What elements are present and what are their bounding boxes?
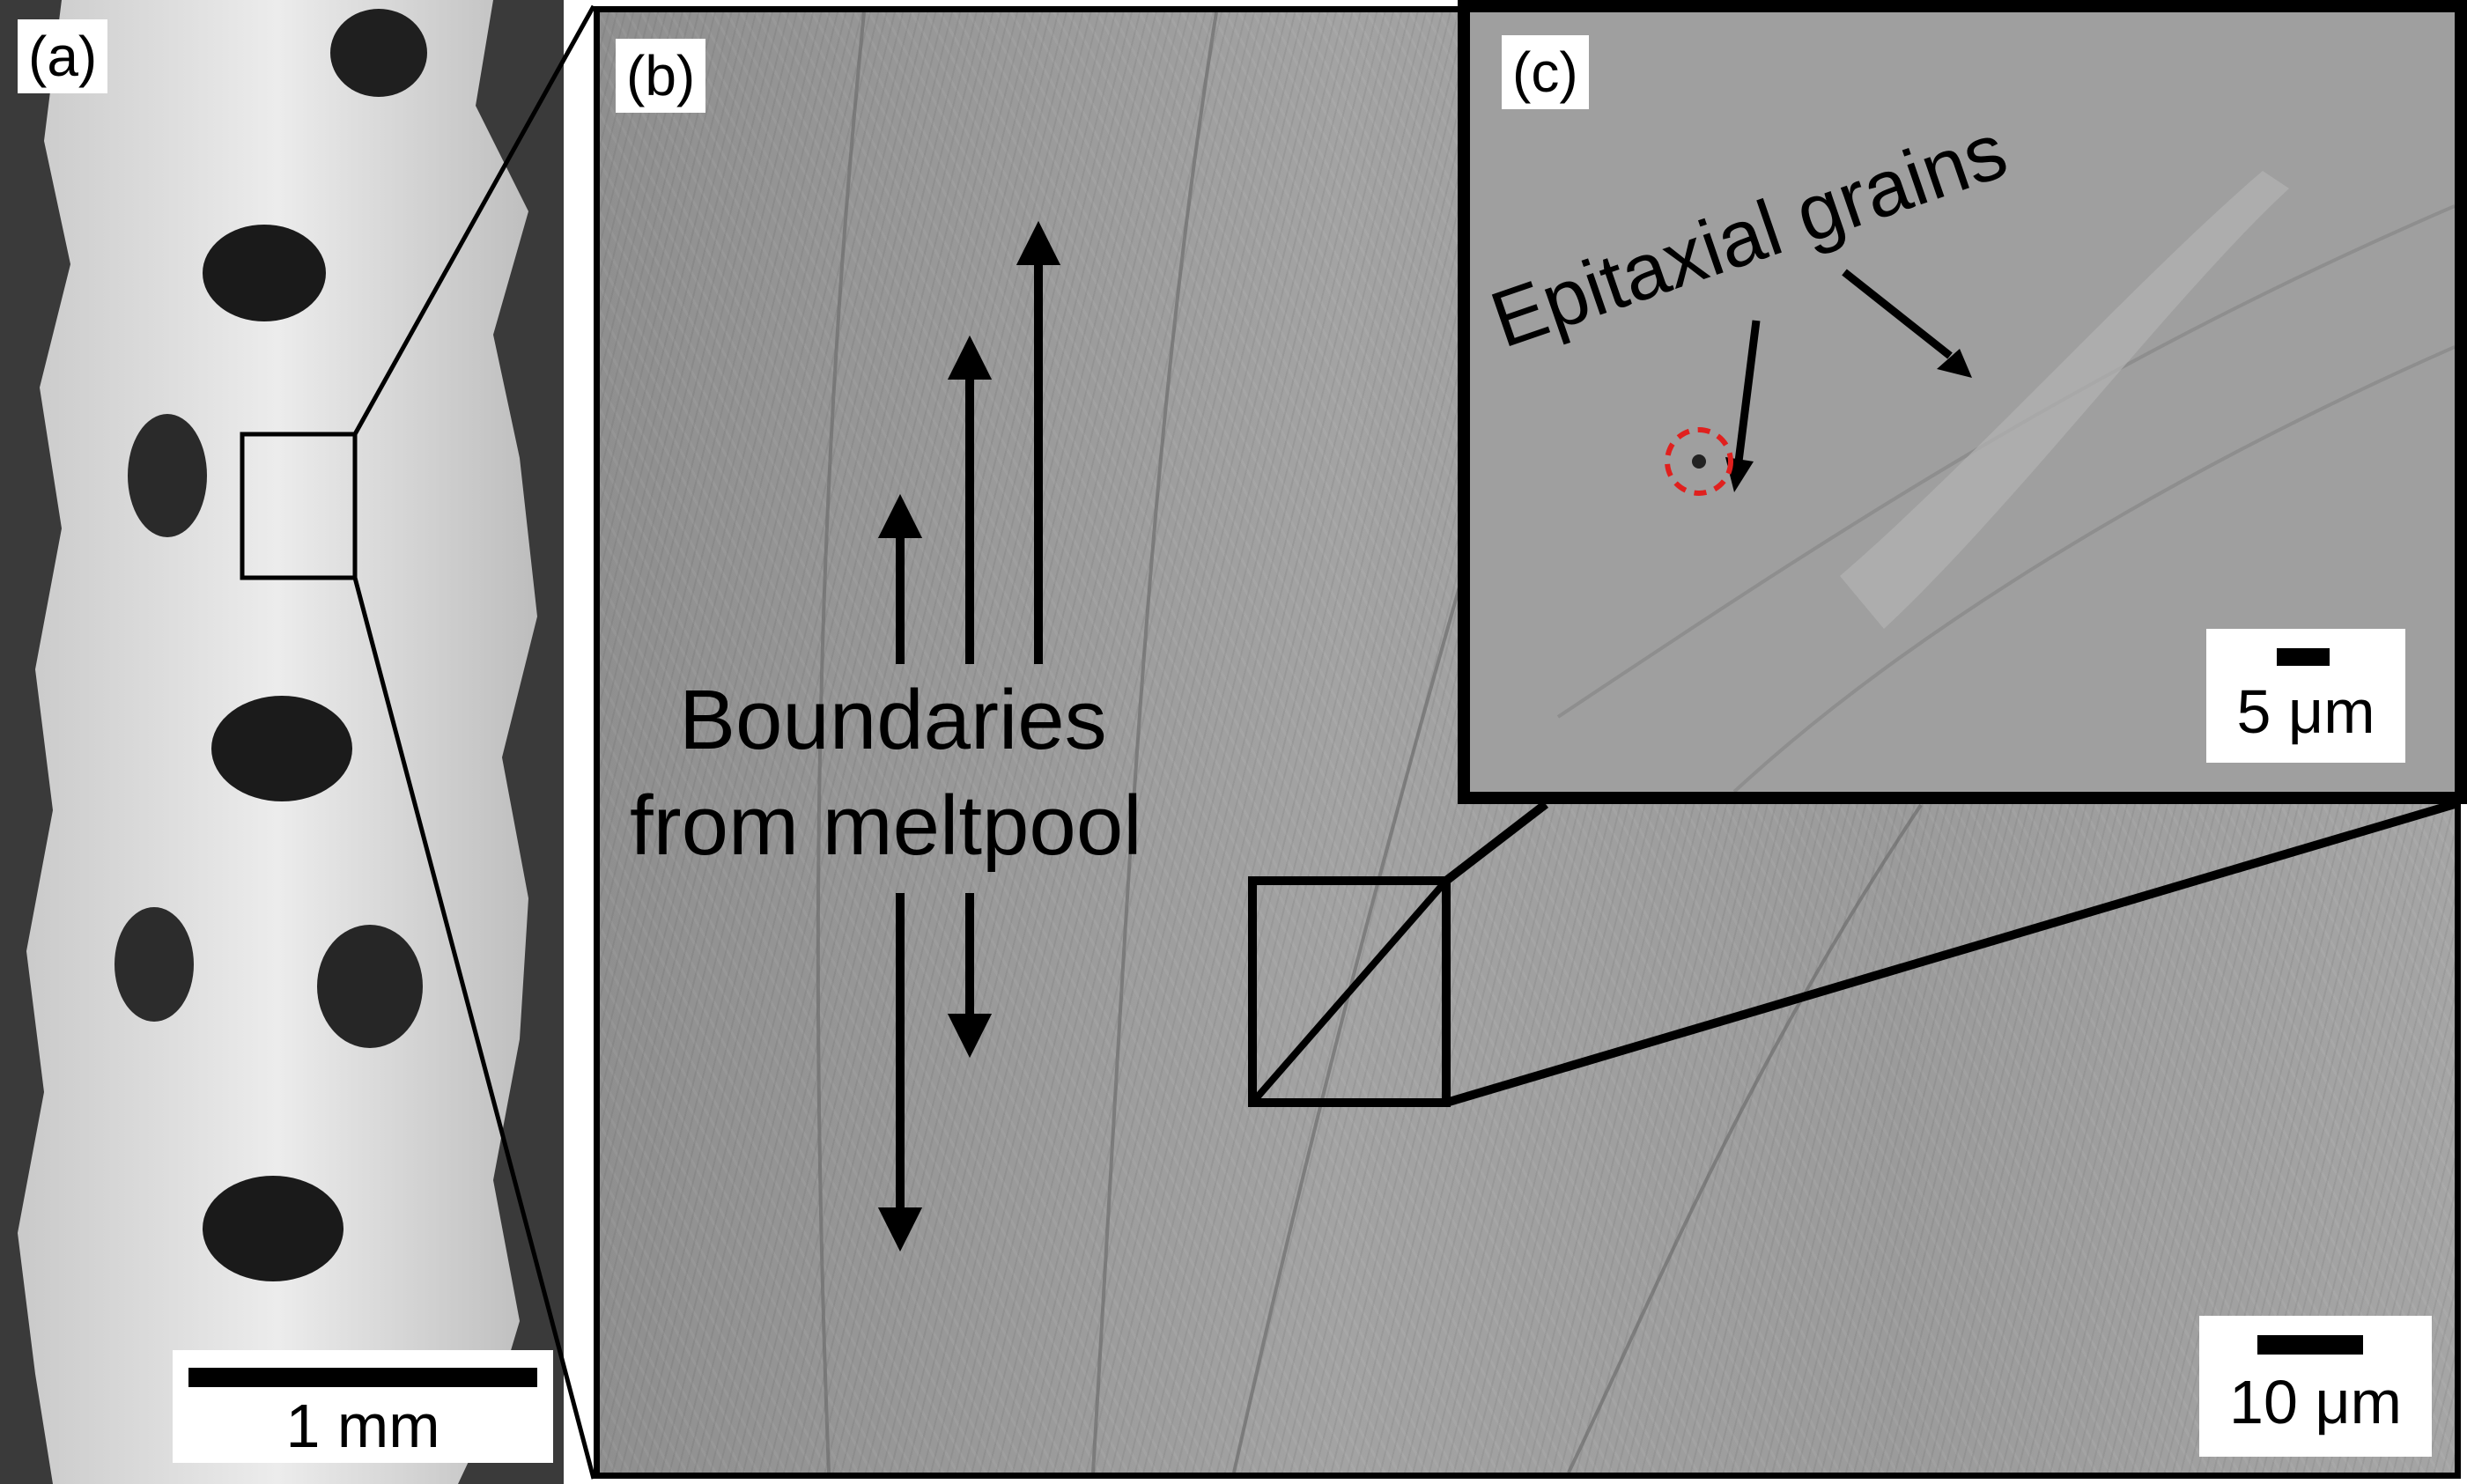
meltpool-boundary-line-4	[1567, 803, 1923, 1473]
highlight-circle	[1665, 427, 1733, 496]
arrow-up-3-head	[1016, 220, 1061, 265]
scale-label-c: 5 μm	[2236, 677, 2375, 746]
pore-1	[203, 225, 326, 321]
arrow-down-2-head	[947, 1014, 993, 1059]
annotation-boundaries-line1: Boundaries	[679, 673, 1107, 767]
scale-bar-c	[2277, 648, 2330, 666]
panel-label-a: (a)	[18, 19, 108, 93]
zoom-line-b-diag	[1249, 878, 1450, 1105]
zoom-box-a	[240, 432, 358, 580]
grain-boundary-2	[1732, 345, 2455, 792]
zoom-box-b	[1248, 876, 1451, 1107]
scale-box-a: 1 mm	[173, 1350, 553, 1463]
pore-4	[128, 414, 207, 537]
pore-2	[211, 696, 352, 801]
pore-3	[203, 1176, 343, 1281]
zoom-line-b-top	[1443, 801, 1549, 884]
scale-box-c: 5 μm	[2206, 629, 2405, 763]
arrow-up-1-head	[877, 493, 923, 538]
pore-dot	[1692, 454, 1706, 469]
panel-label-b: (b)	[616, 39, 706, 113]
meltpool-boundary-line-2	[1091, 12, 1218, 1473]
epitaxial-grain-region	[1840, 171, 2289, 629]
arrow-grain-2	[1842, 269, 1953, 359]
pore-7	[330, 9, 427, 97]
meltpool-boundary-line-1	[816, 12, 866, 1473]
pore-6	[114, 907, 194, 1022]
annotation-boundaries-line2: from meltpool	[630, 779, 1142, 873]
arrow-grain-1	[1734, 320, 1761, 462]
scale-box-b: 10 μm	[2199, 1316, 2432, 1457]
panel-c-inset: (c) Epitaxial grains 5 μm	[1458, 0, 2467, 804]
scale-label-a: 1 mm	[285, 1392, 440, 1460]
arrow-grain-2-head	[1937, 349, 1972, 378]
strut-photo-drawing	[18, 0, 537, 1484]
panel-c-marks	[1556, 171, 2455, 792]
panel-label-c: (c)	[1502, 35, 1589, 109]
scale-bar-b	[2257, 1335, 2363, 1355]
scale-label-b: 10 μm	[2229, 1368, 2402, 1436]
panel-a-photo: (a) 1 mm	[0, 0, 564, 1484]
arrow-down-1-head	[877, 1207, 923, 1252]
grain-boundary-1	[1556, 204, 2455, 719]
pore-5	[317, 925, 423, 1048]
zoom-line-b-bottom	[1444, 800, 2455, 1107]
arrow-up-2-head	[947, 335, 993, 380]
scale-bar-a	[188, 1368, 537, 1387]
